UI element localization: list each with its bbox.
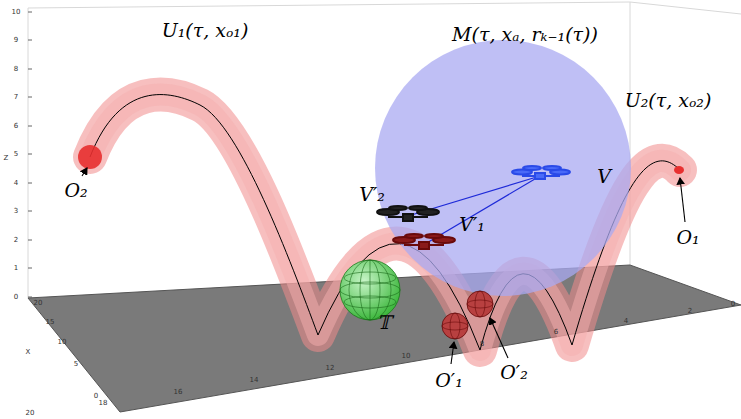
axis-tick: 12 [326, 365, 335, 372]
axis-tick: 0 [731, 301, 735, 308]
axis-tick: 5 [74, 361, 78, 368]
axis-tick: 10 [12, 9, 21, 16]
axis-tick: 9 [14, 37, 18, 44]
axis-tick: 10 [58, 339, 67, 346]
drone-label: V′₂ [359, 185, 385, 204]
target-label: 𝕋 [377, 313, 391, 332]
obstacle-label: O′₁ [435, 371, 463, 390]
axis-tick: 15 [46, 319, 55, 326]
obstacle-label: O′₂ [500, 363, 528, 382]
sphere-label: M(τ, xₐ, rₖ₋₁(τ)) [452, 25, 598, 44]
obstacle-label: O₂ [64, 181, 87, 200]
axis-tick: 2 [14, 237, 18, 244]
curve-label: U₁(τ, xₒ₁) [162, 21, 249, 40]
axis-title: X [26, 349, 31, 356]
axis-tick: 14 [250, 377, 259, 384]
axis-tick: 8 [480, 341, 484, 348]
curve-label: U₂(τ, xₒ₂) [625, 91, 712, 110]
axis-tick: 6 [554, 329, 558, 336]
axis-tick: 0 [94, 393, 98, 400]
axis-tick: 4 [14, 180, 18, 187]
axis-tick: 2 [688, 308, 692, 315]
axis-tick: 8 [14, 66, 18, 73]
axis-tick: 3 [14, 208, 18, 215]
axis-tick: 1 [14, 265, 18, 272]
drone-label: V′₁ [459, 215, 485, 234]
obstacle-label: O₁ [676, 228, 699, 247]
axis-tick: 6 [14, 123, 18, 130]
axis-tick: 4 [624, 318, 628, 325]
axis-tick: 18 [99, 400, 108, 407]
axis-tick: 0 [14, 294, 18, 301]
axis-tick: 20 [34, 300, 43, 307]
axis-tick: 20 [26, 410, 35, 417]
drone-label: V [597, 167, 611, 186]
axis-title: Z [4, 155, 9, 162]
axis-tick: 16 [174, 389, 183, 396]
axis-tick: 7 [14, 94, 18, 101]
axis-tick: 5 [14, 151, 18, 158]
axis-tick: 10 [402, 353, 411, 360]
